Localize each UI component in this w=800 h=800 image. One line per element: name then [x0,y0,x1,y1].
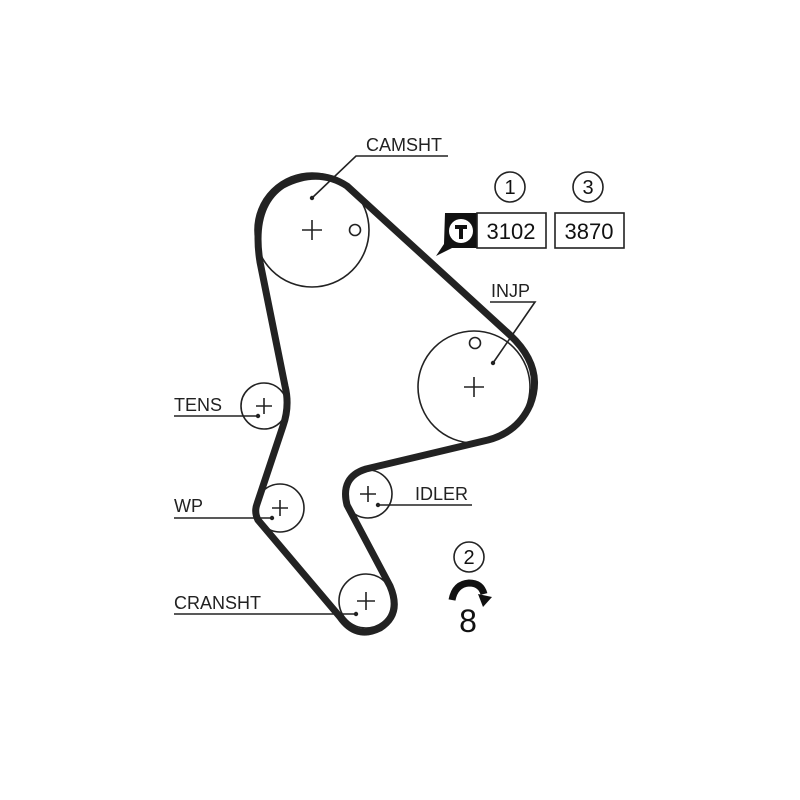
injection-pump-pulley [417,330,531,444]
step-1-number: 1 [504,177,515,199]
timing-belt [252,172,538,636]
tensioner-label: TENS [174,395,222,415]
crankshaft-label: CRANSHT [174,593,261,613]
tensioner-part-number: 3102 [487,219,536,244]
belt-part-number: 3870 [565,219,614,244]
camshaft-label: CAMSHT [366,135,442,155]
timing-mark-icon [468,336,482,350]
injection-pump-leader [490,301,537,364]
injection-pump-label: INJP [491,281,530,301]
timing-mark-icon [348,223,362,237]
step-3-number: 3 [582,177,593,199]
belt-part-box: 3870 [554,212,625,249]
tensioner-part-box: 3102 [436,212,547,256]
idler-label: IDLER [415,484,468,504]
water-pump-label: WP [174,496,203,516]
step-2-marker: 2 [453,541,485,573]
rotation-count: 8 [459,603,477,639]
step-3-marker: 3 [572,171,604,203]
step-2-number: 2 [463,547,474,569]
camshaft-leader [311,155,448,199]
tensioner-pulley [240,382,288,430]
step-1-marker: 1 [494,171,526,203]
rotation-arrow-icon [448,579,492,607]
